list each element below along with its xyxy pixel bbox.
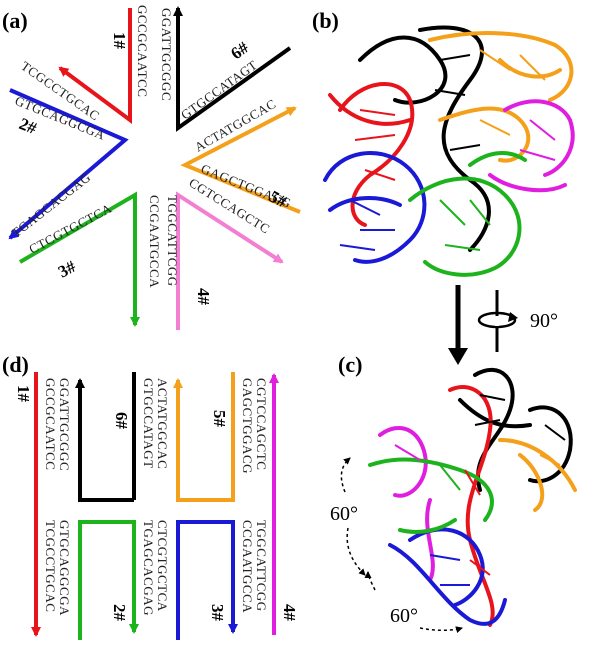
panel-b-3d-structure [323,25,575,277]
panel-c-3d-structure [368,368,577,627]
a-seq-6-top: GGATTGCGGC [159,8,174,101]
d-label-4: 4# [280,604,299,622]
d-label-6: 6# [112,412,131,430]
panel-label-d: (d) [2,352,29,377]
d-strand-3 [176,520,238,640]
panel-a-junction [8,6,301,330]
strand-1-arrow [58,8,132,124]
d-seq-col5-bot: CCGAATGCCA [240,520,255,613]
d-seq-col2-bot: GTGCAGGCGA [57,520,72,616]
d-strand-2 [78,520,139,640]
d-label-1: 1# [14,385,33,403]
panel-label-c: (c) [338,352,362,377]
panel-label-b: (b) [312,8,339,33]
rotation-indicator: 90° [448,285,558,365]
d-label-3: 3# [208,604,227,622]
strand-2-arrow [8,88,129,240]
d-seq-col4-bot: CTCGTGCTCA [155,520,170,612]
strand-4-arrow [176,191,284,330]
angle-label-1: 60° [330,503,358,525]
d-seq-col3-top: GTGCCATAGT [141,378,156,469]
d-label-2: 2# [110,604,129,622]
strand-5-arrow [180,106,301,214]
panel-d-layout [31,372,279,640]
a-seq-3-bottom: CCGAATGCCA [147,195,162,288]
d-seq-col5-top: GAGCTGGACG [240,378,255,474]
panel-b-base-pairs [339,49,556,251]
d-seq-col4-top: ACTATGGCAC [155,378,170,469]
a-seq-4-left: TGGCATTCGG [165,195,180,287]
a-label-2: 2# [17,114,40,138]
a-label-3: 3# [55,257,79,282]
panel-c-base-pairs [394,394,566,586]
panel-label-a: (a) [2,8,28,33]
a-label-1: 1# [110,32,129,50]
d-label-5: 5# [210,410,229,428]
d-seq-col2-top: GGATTGCGGC [57,378,72,471]
d-strand-5 [173,372,235,502]
d-seq-col1-bot: TCGCCTGCAC [43,520,58,612]
strand-6-arrow [173,6,292,132]
angle-label-2: 60° [390,605,418,627]
d-seq-col1-top: GCCGCAATCC [43,378,58,470]
rotation-label: 90° [530,310,558,332]
d-seq-col3-bot: TGAGCACGAG [141,520,156,616]
angle-arcs [340,457,463,634]
a-seq-1-top: GCCGCAATCC [135,5,150,97]
d-seq-col6-top: CGTCCAGCTC [254,378,269,470]
a-label-4: 4# [194,288,213,306]
strand-3-arrow [18,191,140,327]
d-seq-col6-bot: TGGCATTCGG [254,520,269,612]
d-strand-6 [75,378,134,502]
